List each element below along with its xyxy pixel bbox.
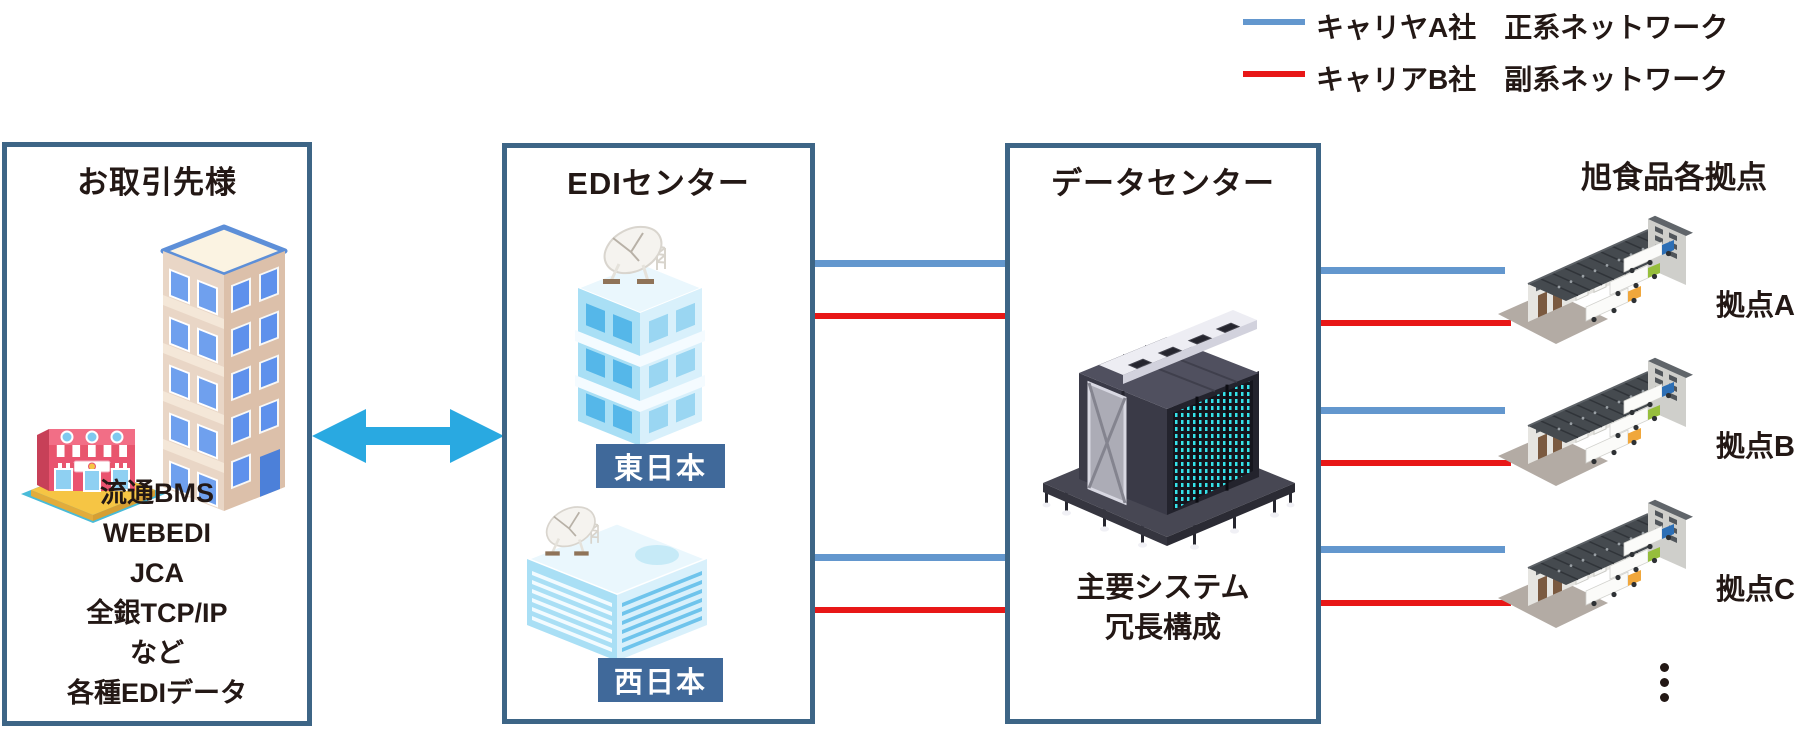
data-center-description: 主要システム 冗長構成 (1010, 568, 1316, 648)
protocol-item: 各種EDIデータ (66, 678, 247, 708)
shop-icon (17, 391, 167, 526)
protocol-item: 全銀TCP/IP (86, 598, 228, 628)
edi-west-building-icon (517, 495, 717, 667)
legend-primary-line-swatch (1243, 19, 1305, 25)
branch-b-label: 拠点B (1716, 431, 1795, 463)
branch-a-label: 拠点A (1716, 290, 1795, 322)
branch-c-label: 拠点C (1716, 574, 1795, 606)
protocol-item: 流通BMS (100, 478, 214, 508)
warehouse-icon (1496, 494, 1708, 639)
edi-east-building-icon (545, 196, 735, 451)
server-cluster-icon (1037, 287, 1299, 559)
dc-desc-line: 冗長構成 (1104, 612, 1221, 644)
west-japan-badge: 西日本 (598, 658, 723, 702)
legend-secondary-label: キャリアB社 副系ネットワーク (1316, 64, 1729, 95)
edi-protocols: 流通BMS WEBEDI JCA 全銀TCP/IP など 各種EDIデータ (7, 473, 307, 713)
west-japan-label: 西日本 (613, 667, 707, 699)
east-japan-badge: 東日本 (596, 444, 725, 488)
legend-secondary-line-swatch (1243, 71, 1305, 77)
bidirectional-arrow-icon (312, 403, 504, 469)
partners-box-title: お取引先様 (77, 165, 237, 200)
branches-title: 旭食品各拠点 (1581, 160, 1767, 195)
protocol-item: など (130, 638, 184, 668)
legend-primary-label: キャリヤA社 正系ネットワーク (1316, 12, 1729, 43)
data-center-box: データセンター (1005, 143, 1321, 724)
edi-center-box: EDIセンター (502, 143, 815, 724)
line-secondary-west-to-dc (815, 607, 1005, 613)
edi-center-box-title: EDIセンター (567, 166, 750, 201)
line-primary-dc-to-branch-c (1321, 546, 1505, 553)
line-primary-dc-to-branch-a (1321, 267, 1505, 274)
line-secondary-east-to-dc (815, 313, 1005, 319)
line-secondary-dc-to-branch-b (1321, 460, 1511, 466)
partners-box: お取引先様 (2, 142, 312, 726)
protocol-item: WEBEDI (103, 518, 211, 548)
line-secondary-dc-to-branch-c (1321, 600, 1511, 606)
office-building-icon (155, 213, 293, 528)
line-primary-dc-to-branch-b (1321, 407, 1505, 414)
arrow-shape (312, 409, 504, 463)
warehouse-icon (1496, 210, 1708, 355)
protocol-item: JCA (129, 558, 184, 588)
east-japan-label: 東日本 (613, 453, 707, 485)
dc-desc-line: 主要システム (1076, 572, 1250, 604)
line-primary-east-to-dc (815, 260, 1005, 267)
warehouse-icon (1496, 352, 1708, 497)
line-primary-west-to-dc (815, 554, 1005, 561)
line-secondary-dc-to-branch-a (1321, 320, 1511, 326)
data-center-box-title: データセンター (1051, 166, 1275, 201)
